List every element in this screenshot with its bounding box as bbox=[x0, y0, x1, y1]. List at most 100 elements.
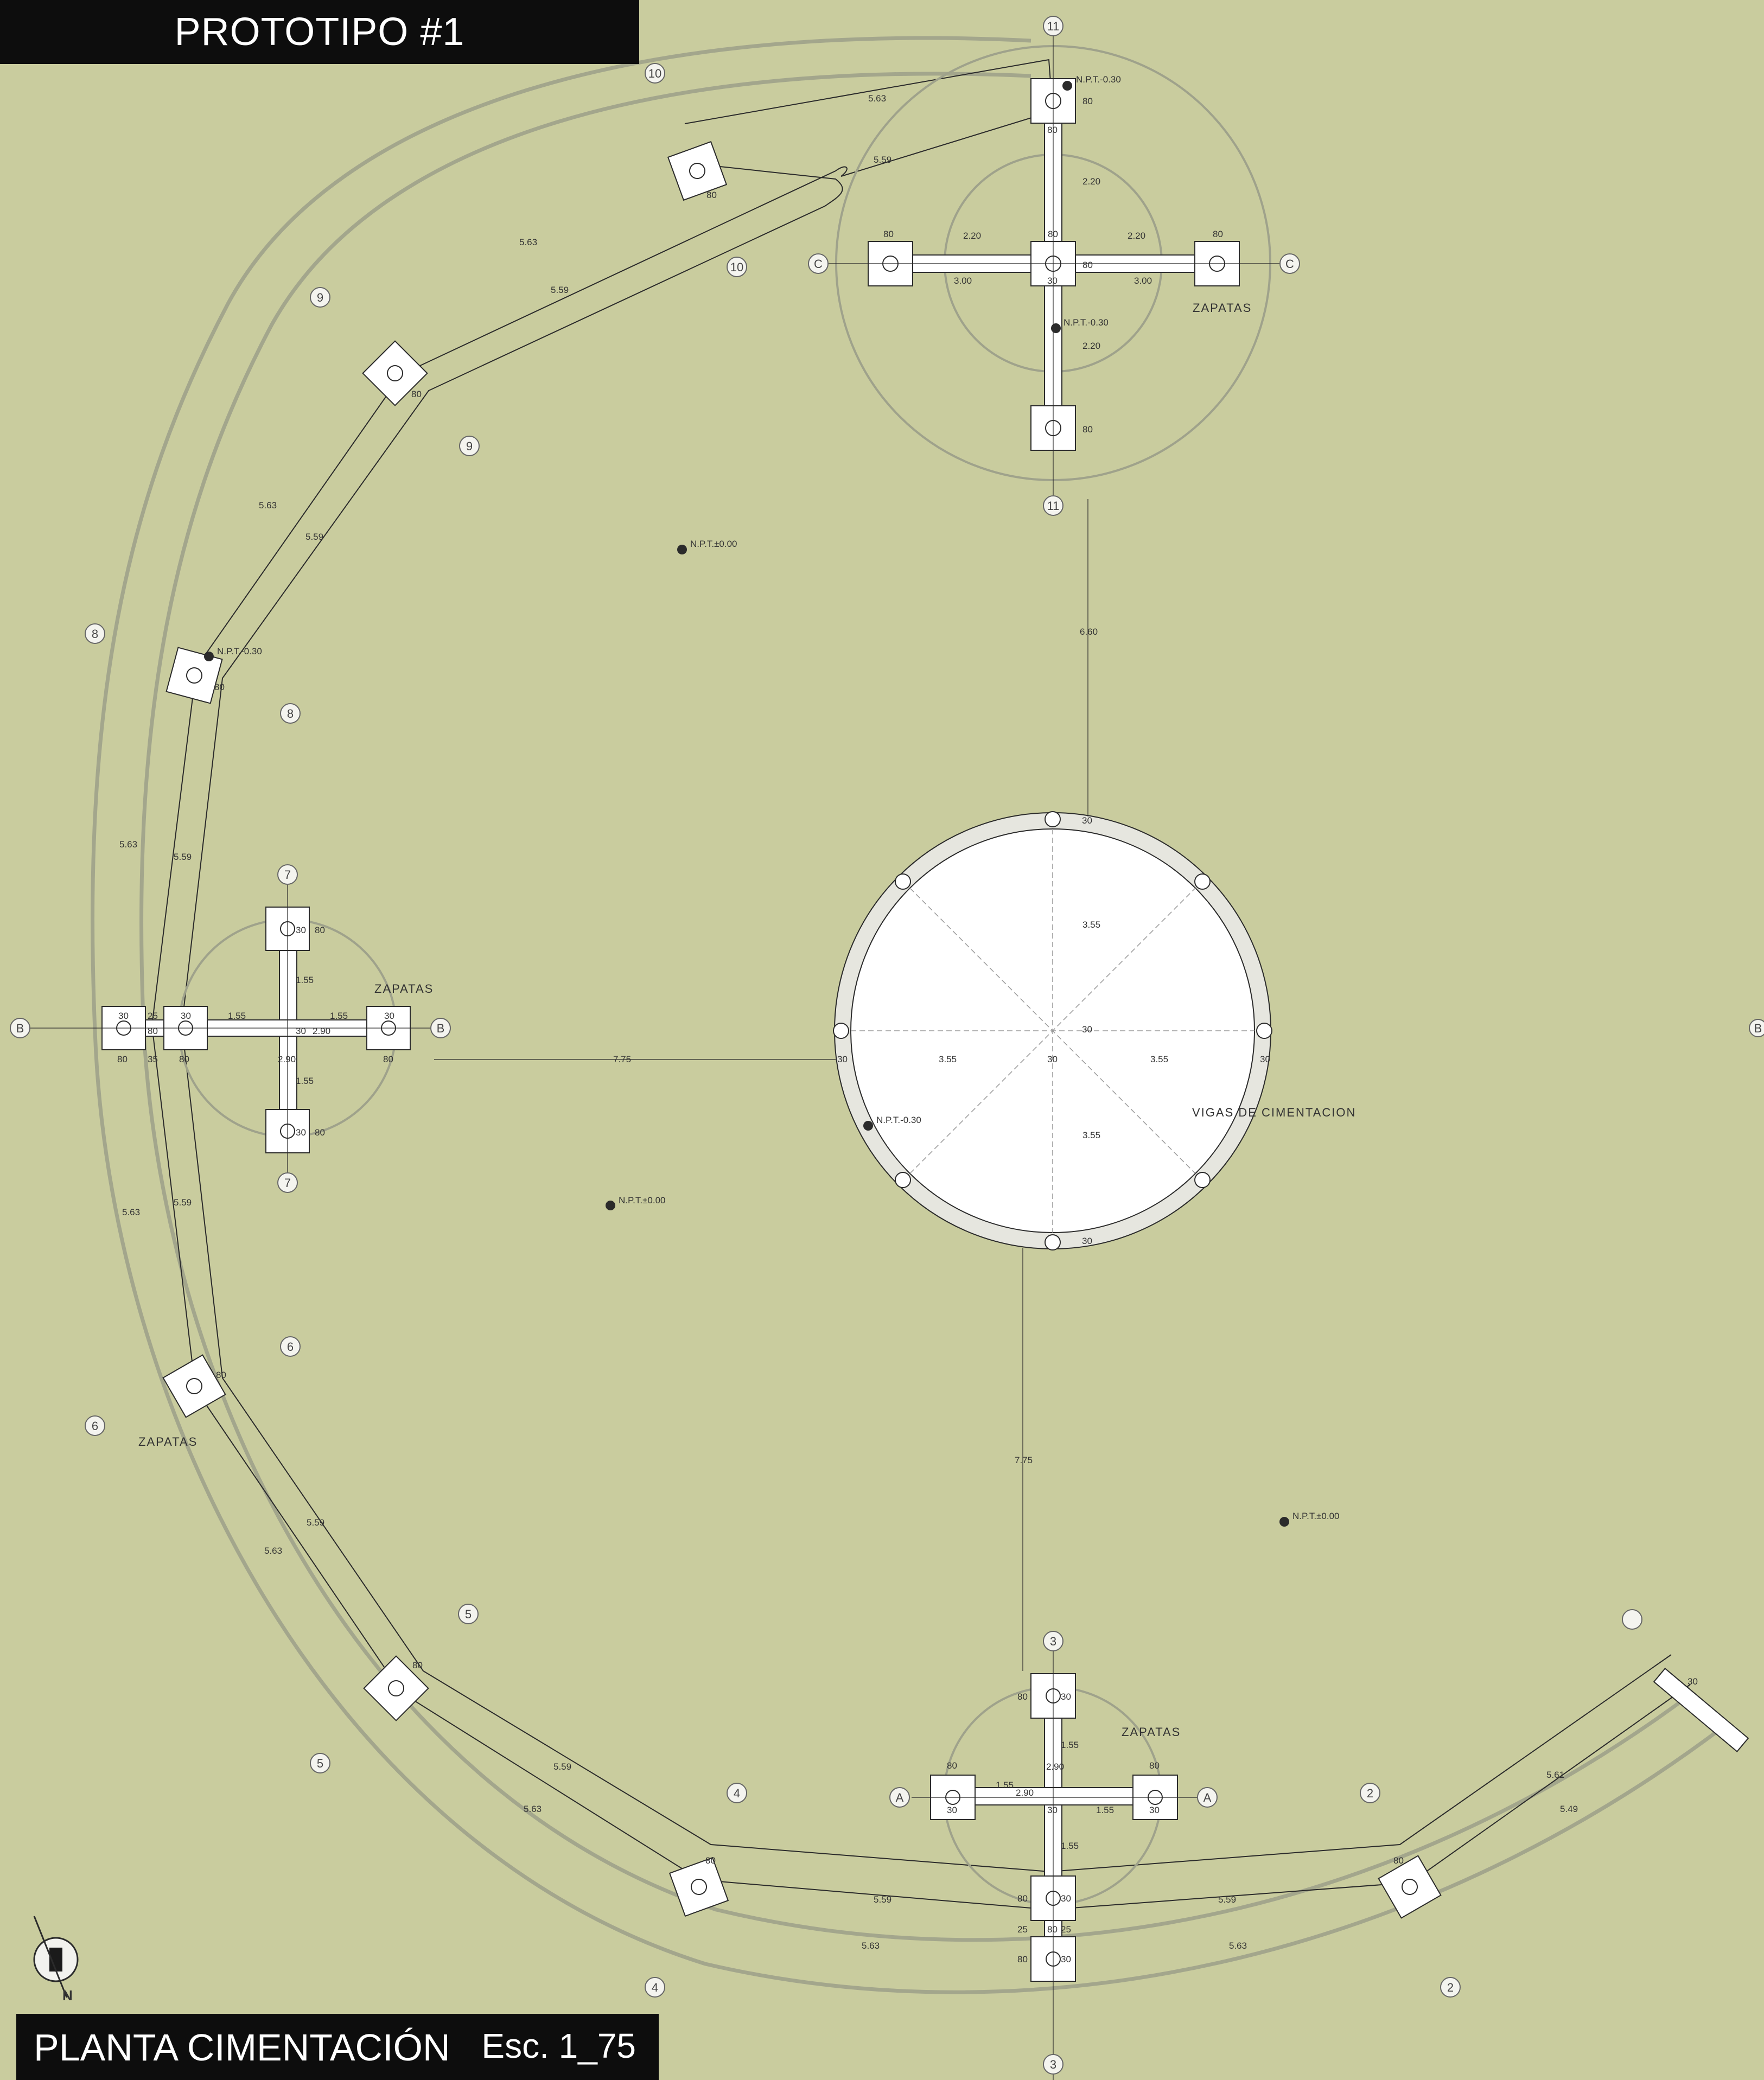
north-arrow-icon: N bbox=[33, 1916, 79, 2004]
npt-label-zero-1: N.P.T.±0.00 bbox=[690, 539, 737, 549]
dim-290-v: 2.90 bbox=[278, 1054, 296, 1064]
outer-site-curves bbox=[91, 36, 1727, 1994]
dim-155-up: 1.55 bbox=[296, 975, 314, 985]
label-vigas: VIGAS DE CIMENTACION bbox=[1192, 1106, 1356, 1119]
zapata-cross-bottom bbox=[912, 1649, 1205, 2080]
dim-30-f1: 30 bbox=[1687, 1676, 1698, 1687]
axis-c-right: C bbox=[1285, 257, 1294, 271]
axis-b-right: B bbox=[1754, 1022, 1762, 1035]
dim-80-a4: 80 bbox=[947, 1760, 957, 1771]
dim-80-b-mid: 80 bbox=[148, 1026, 158, 1036]
axis-7-top: 7 bbox=[284, 868, 291, 882]
dim-80-b1: 80 bbox=[117, 1054, 128, 1064]
axis-2-b: 2 bbox=[1447, 1981, 1454, 1994]
dim-80-a2: 80 bbox=[1017, 1893, 1028, 1904]
dim-80-cleft: 80 bbox=[883, 229, 894, 239]
axis-c-left: C bbox=[814, 257, 823, 271]
arc-footings bbox=[162, 141, 1749, 1919]
dim-563-top: 5.63 bbox=[868, 93, 886, 104]
dim-80-bottom: 80 bbox=[1082, 424, 1093, 435]
dim-25-b: 25 bbox=[148, 1011, 158, 1021]
dim-80-b3: 80 bbox=[383, 1054, 393, 1064]
dim-25-a: 25 bbox=[1017, 1924, 1028, 1935]
dim-30-a6: 30 bbox=[1047, 1805, 1058, 1815]
dim-563-left: 5.63 bbox=[119, 839, 137, 850]
dim-561: 5.61 bbox=[1546, 1770, 1564, 1780]
dim-559-bottom-right: 5.59 bbox=[1218, 1894, 1236, 1905]
footer-bar: PLANTA CIMENTACIÓN Esc. 1_75 bbox=[16, 2014, 659, 2080]
npt-label-cross: N.P.T.-0.30 bbox=[1064, 317, 1109, 328]
dim-563-left-upper: 5.63 bbox=[259, 500, 277, 511]
axis-markers bbox=[10, 16, 1764, 2075]
axis-6-b: 6 bbox=[92, 1419, 98, 1433]
dim-30-b4: 30 bbox=[296, 925, 306, 935]
axis-10-b: 10 bbox=[730, 260, 743, 274]
dim-220-up: 2.20 bbox=[1082, 176, 1100, 187]
dim-775-horizontal: 7.75 bbox=[613, 1054, 631, 1064]
axis-4-a: 4 bbox=[734, 1786, 740, 1800]
dim-155-right: 1.55 bbox=[330, 1011, 348, 1021]
dim-30-b2: 30 bbox=[181, 1011, 191, 1021]
dim-155-bottom-right: 1.55 bbox=[1096, 1805, 1114, 1815]
dim-30-b3: 30 bbox=[384, 1011, 394, 1021]
axis-5-a: 5 bbox=[465, 1607, 472, 1621]
dim-775-vertical: 7.75 bbox=[1015, 1455, 1033, 1465]
dim-355-right: 3.55 bbox=[1150, 1054, 1168, 1064]
axis-11-bottom: 11 bbox=[1047, 499, 1060, 513]
label-zapatas-top: ZAPATAS bbox=[1193, 301, 1252, 315]
dim-80-top-under: 80 bbox=[1047, 125, 1058, 135]
dim-155-bottom-left: 1.55 bbox=[996, 1780, 1014, 1790]
page-title: PROTOTIPO #1 bbox=[174, 10, 465, 54]
axis-9-a: 9 bbox=[317, 291, 323, 304]
axis-5-b: 5 bbox=[317, 1757, 323, 1770]
dim-155-down: 1.55 bbox=[296, 1076, 314, 1086]
dim-220-left: 2.20 bbox=[963, 231, 981, 241]
dim-80-f10: 80 bbox=[706, 190, 717, 200]
dim-30-a2: 30 bbox=[1061, 1893, 1071, 1904]
dim-30-b5: 30 bbox=[296, 1127, 306, 1138]
dim-80-f9: 80 bbox=[411, 389, 422, 399]
axis-a-left: A bbox=[896, 1791, 904, 1804]
dim-355-up: 3.55 bbox=[1082, 920, 1100, 930]
npt-label-center: N.P.T.-0.30 bbox=[876, 1115, 921, 1125]
dim-80-a5: 80 bbox=[1149, 1760, 1160, 1771]
dim-290-bottom-h: 2.90 bbox=[1016, 1788, 1034, 1798]
dim-559-bottom: 5.59 bbox=[874, 1894, 891, 1905]
dim-559-lower: 5.59 bbox=[307, 1517, 324, 1528]
dim-549: 5.49 bbox=[1560, 1804, 1578, 1814]
dim-563-bottom-left: 5.63 bbox=[524, 1804, 542, 1814]
dim-80-b2: 80 bbox=[179, 1054, 189, 1064]
dim-80-f5: 80 bbox=[412, 1660, 423, 1670]
axis-3-bottom: 3 bbox=[1050, 2058, 1056, 2071]
axis-10-a: 10 bbox=[648, 67, 661, 80]
sheet-title: PLANTA CIMENTACIÓN bbox=[34, 2026, 450, 2069]
dim-80-f4: 80 bbox=[705, 1855, 716, 1866]
axis-4-b: 4 bbox=[652, 1981, 658, 1994]
axis-b-mid: B bbox=[437, 1022, 445, 1035]
dim-30-slab-center: 30 bbox=[1082, 1024, 1092, 1035]
dim-300-right: 3.00 bbox=[1134, 276, 1152, 286]
dim-563-left-lower: 5.63 bbox=[122, 1207, 140, 1217]
scale-label: Esc. 1_75 bbox=[481, 2026, 636, 2065]
zapata-cross-left bbox=[22, 879, 434, 1183]
dim-563-bottom-right: 5.63 bbox=[1229, 1941, 1247, 1951]
label-zapatas-bottom: ZAPATAS bbox=[1122, 1725, 1181, 1739]
dim-80-ccenter: 80 bbox=[1048, 229, 1058, 239]
level-markers bbox=[204, 81, 1289, 1527]
dim-563-lower: 5.63 bbox=[264, 1546, 282, 1556]
axis-b-left: B bbox=[16, 1022, 24, 1035]
dim-80-f6: 80 bbox=[216, 1370, 226, 1380]
dim-559-bottom-left: 5.59 bbox=[553, 1762, 571, 1772]
dim-155-bottom-down: 1.55 bbox=[1061, 1841, 1079, 1851]
dim-80-b4: 80 bbox=[315, 925, 325, 935]
dim-220-right: 2.20 bbox=[1128, 231, 1145, 241]
dim-290-bottom-v: 2.90 bbox=[1046, 1762, 1064, 1772]
dim-355-down: 3.55 bbox=[1082, 1130, 1100, 1140]
axis-2-a: 2 bbox=[1367, 1786, 1373, 1800]
dim-155-bottom-up: 1.55 bbox=[1061, 1740, 1079, 1750]
dim-80-f2: 80 bbox=[1393, 1855, 1404, 1866]
npt-label-top: N.P.T.-0.30 bbox=[1076, 74, 1121, 85]
dim-30-slab-top: 30 bbox=[1082, 815, 1092, 826]
title-bar: PROTOTIPO #1 bbox=[0, 0, 639, 64]
